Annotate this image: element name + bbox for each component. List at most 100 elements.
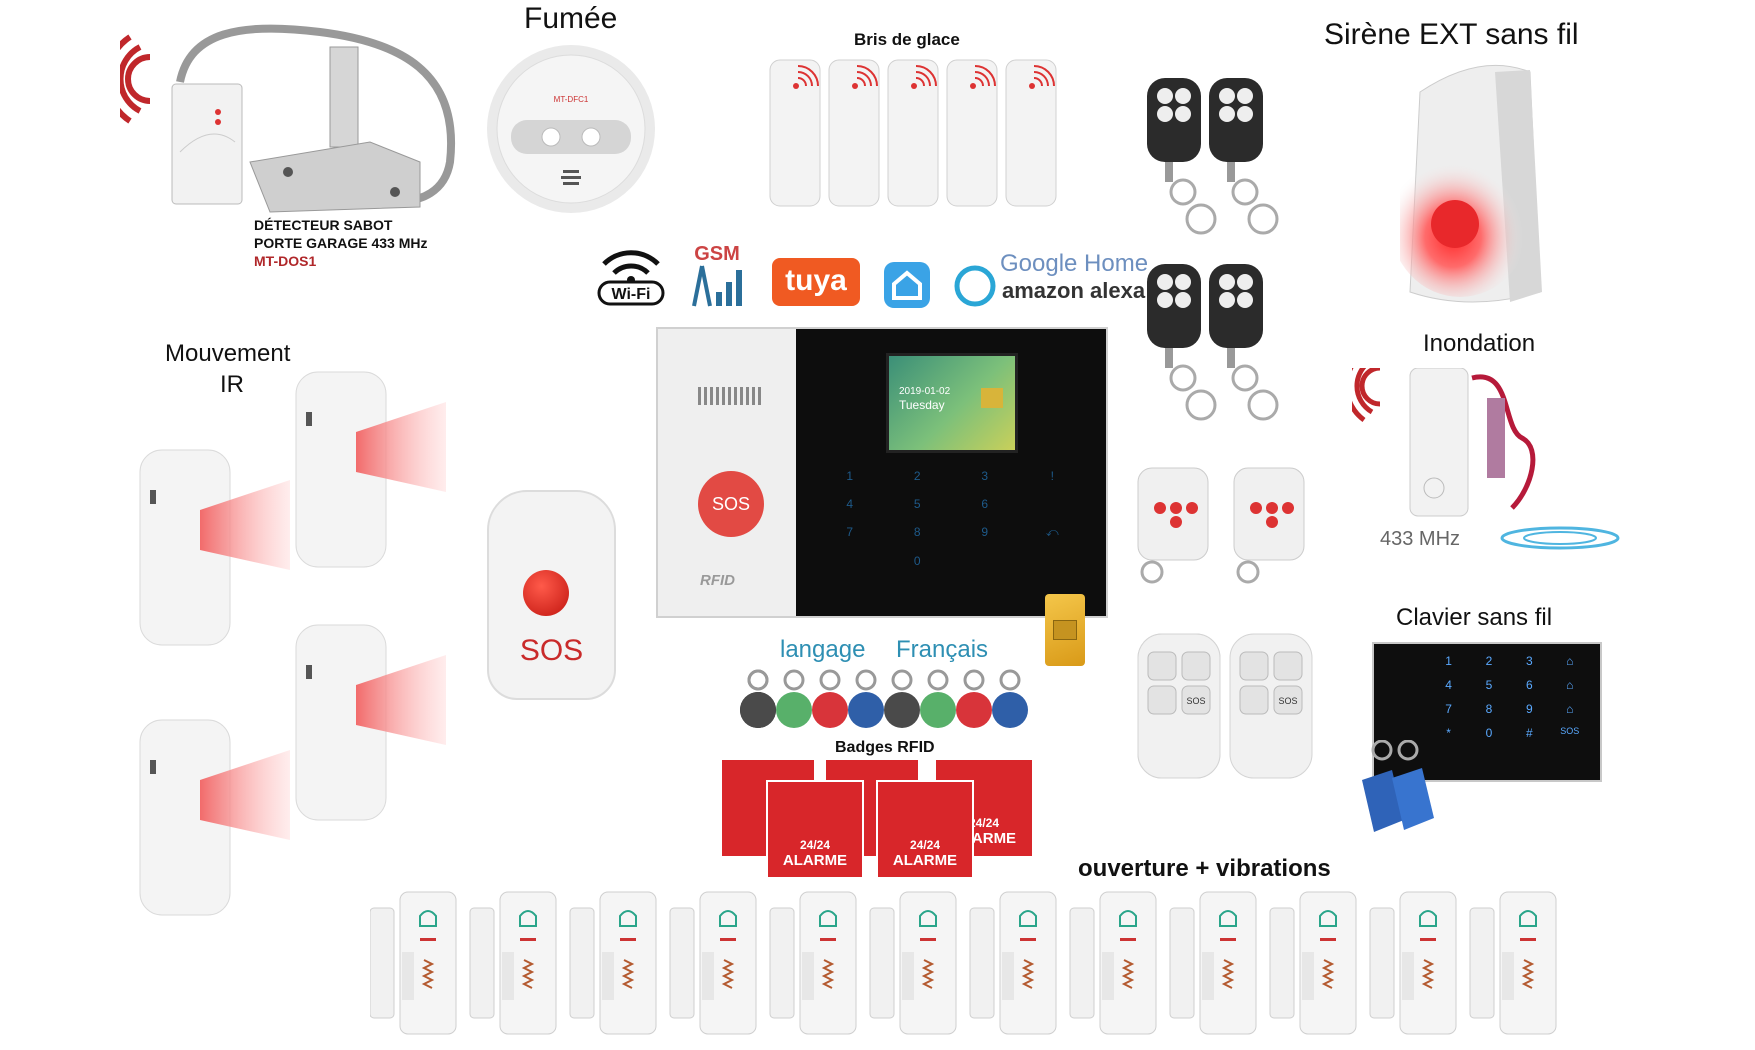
keypad-key[interactable]: 2 <box>1485 654 1493 668</box>
panel-sos-button[interactable]: SOS <box>698 471 764 537</box>
sos-red-button[interactable] <box>523 570 569 616</box>
smart-home-logo <box>884 262 930 308</box>
keypad-key[interactable]: 5 <box>1485 678 1493 692</box>
panel-rfid-label: RFID <box>700 572 735 589</box>
door-contact-sensors <box>370 890 1590 1040</box>
keypad-key[interactable]: # <box>1526 726 1533 740</box>
panel-key[interactable]: 6 <box>981 497 989 511</box>
panel-screen: 2019-01-02 Tuesday <box>886 353 1018 453</box>
keypad-key[interactable]: ⌂ <box>1566 654 1574 668</box>
keypad-key[interactable]: 6 <box>1526 678 1533 692</box>
panel-key[interactable]: 1 <box>846 469 854 483</box>
wifi-text: Wi-Fi <box>612 286 651 303</box>
glass-break-sensors <box>768 58 1068 208</box>
alarm-sticker: 24/24 ALARME <box>766 780 864 879</box>
keypad-label: Clavier sans fil <box>1396 604 1553 631</box>
garage-detector-label-1: DÉTECTEUR SABOT <box>254 217 393 233</box>
keypad-key[interactable]: SOS <box>1560 726 1580 736</box>
google-home-text: Google Home <box>1000 250 1149 277</box>
screen-lock-icon <box>981 388 1003 408</box>
panel-key[interactable] <box>816 554 884 568</box>
keypad-key[interactable]: 7 <box>1445 702 1452 716</box>
panel-key[interactable]: 8 <box>913 525 921 539</box>
sticker-text-1: 24/24 <box>909 838 941 852</box>
panel-key[interactable]: 0 <box>913 554 921 568</box>
panel-key[interactable] <box>1019 497 1087 511</box>
keypad-key[interactable]: 9 <box>1526 702 1533 716</box>
panel-key[interactable] <box>1019 554 1087 568</box>
alarm-stickers: 24/24 ALARME 24/24 ALARME 24/24 ALARME <box>722 760 1032 879</box>
sos-pendant: SOS <box>487 490 616 700</box>
smoke-model-text: MT-DFC1 <box>554 95 589 104</box>
smoke-detector-label: Fumée <box>524 2 618 35</box>
keypad-status-led <box>1388 654 1428 668</box>
motion-detectors <box>138 370 458 920</box>
speaker-grille <box>698 387 762 405</box>
panel-keypad: 1 2 3 ! 4 5 6 7 8 9 ⤺ 0 <box>816 469 1086 568</box>
keypad-key[interactable] <box>1388 678 1428 692</box>
gsm-text: GSM <box>694 243 740 265</box>
sticker-text-2: ALARME <box>892 852 958 869</box>
panel-key[interactable]: ⤺ <box>1045 525 1059 539</box>
panel-key[interactable]: 4 <box>846 497 854 511</box>
panel-touch-area: 2019-01-02 Tuesday 1 2 3 ! 4 5 6 7 8 9 ⤺… <box>796 329 1106 616</box>
rfid-badges-label: Badges RFID <box>835 739 935 756</box>
panel-key[interactable]: 2 <box>913 469 921 483</box>
screen-day: Tuesday <box>899 398 945 412</box>
sim-card <box>1045 594 1085 666</box>
wireless-signal-icon <box>120 34 151 124</box>
gsm-logo: GSM <box>688 240 746 308</box>
flood-sensor: 433 MHz <box>1352 368 1622 558</box>
keypad-key[interactable]: 8 <box>1485 702 1493 716</box>
keypad-key[interactable]: 4 <box>1445 678 1452 692</box>
sticker-text-2: ALARME <box>782 852 848 869</box>
amazon-alexa-text: amazon alexa <box>1002 278 1146 303</box>
motion-label-2: IR <box>220 371 244 398</box>
contacts-label: ouverture + vibrations <box>1078 855 1331 882</box>
sos-pendant-text: SOS <box>519 634 584 667</box>
alexa-icon <box>953 264 997 308</box>
flood-frequency: 433 MHz <box>1380 528 1461 550</box>
sticker-text-1: 24/24 <box>968 816 1000 830</box>
siren-label: Sirène EXT sans fil <box>1324 18 1579 51</box>
rfid-badges <box>740 668 1030 738</box>
alarm-control-panel: SOS RFID 2019-01-02 Tuesday 1 2 3 ! 4 5 … <box>656 327 1108 618</box>
keypad-key[interactable]: * <box>1446 726 1451 740</box>
keypad-key[interactable]: 3 <box>1526 654 1533 668</box>
flood-label: Inondation <box>1423 330 1536 357</box>
screen-date: 2019-01-02 <box>899 386 951 397</box>
panel-key[interactable]: 3 <box>981 469 989 483</box>
keypad-key[interactable]: ⌂ <box>1566 678 1574 692</box>
motion-label-1: Mouvement <box>165 340 291 367</box>
glass-break-label: Bris de glace <box>854 30 960 49</box>
keypad-key[interactable] <box>1388 726 1428 740</box>
panel-key[interactable] <box>951 554 1019 568</box>
language-value: Français <box>896 636 989 663</box>
keypad-rfid-tags <box>1352 740 1462 840</box>
wireless-signal-icon <box>1352 368 1381 423</box>
smoke-detector: MT-DFC1 <box>483 42 663 217</box>
tuya-text: tuya <box>785 264 847 297</box>
remote-keyfobs-white <box>1130 460 1310 590</box>
wifi-logo: Wi-Fi <box>596 244 666 306</box>
keypad-key[interactable]: ⌂ <box>1566 702 1574 716</box>
panel-key[interactable]: 7 <box>846 525 854 539</box>
keypad-key[interactable]: 0 <box>1485 726 1493 740</box>
keypad-grid: 1 2 3 ⌂ 4 5 6 ⌂ 7 8 9 ⌂ * 0 # SOS <box>1388 654 1590 740</box>
garage-detector-model: MT-DOS1 <box>254 253 317 269</box>
alarm-sticker: 24/24 ALARME <box>876 780 974 879</box>
remote-keyfobs-black <box>1143 74 1313 434</box>
panel-key[interactable]: ! <box>1050 469 1054 483</box>
panel-key[interactable]: 5 <box>913 497 921 511</box>
panel-key[interactable]: 9 <box>981 525 989 539</box>
language-label: langage <box>780 636 866 663</box>
garage-door-detector <box>120 12 460 222</box>
tuya-logo: tuya <box>772 258 860 306</box>
outdoor-siren <box>1400 62 1560 312</box>
garage-detector-label-2: PORTE GARAGE 433 MHz <box>254 235 428 251</box>
sos-remotes: SOS <box>1136 632 1326 782</box>
keypad-key[interactable] <box>1388 702 1428 716</box>
keypad-key[interactable]: 1 <box>1445 654 1452 668</box>
sticker-text-1: 24/24 <box>799 838 831 852</box>
home-icon <box>892 270 922 300</box>
